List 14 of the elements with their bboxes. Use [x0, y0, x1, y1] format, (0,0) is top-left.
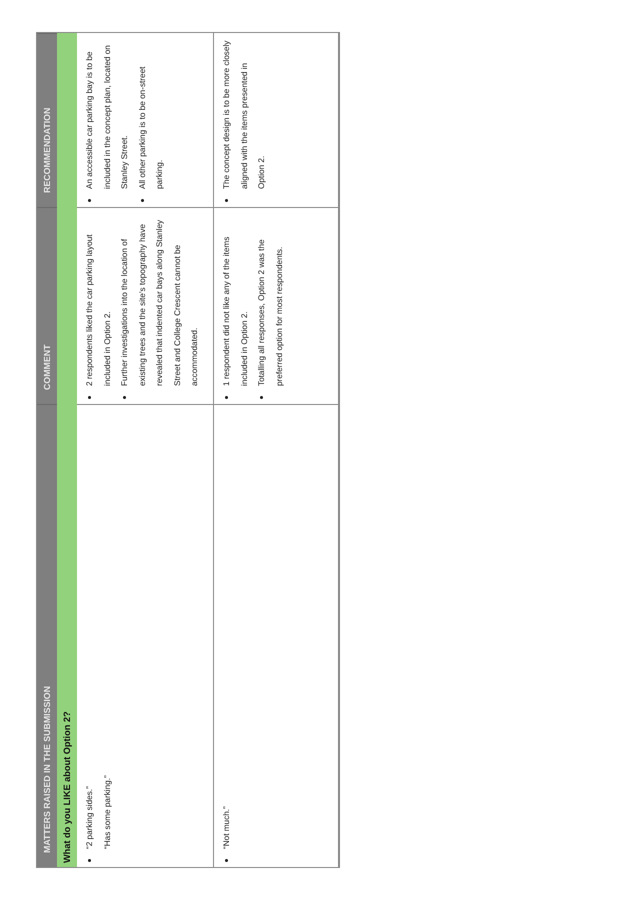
list-text: “Has some parking.”: [102, 774, 113, 849]
list-text: The concept design is to be more closely aligned with the items presented in Option 2.: [221, 40, 267, 189]
list-text: “2 parking sides.”: [84, 785, 95, 849]
list-text: Further investigations into the location of existing trees and the site’s topography have revealed that indented car bays along Stanley Street and College Crescent cannot be accommodated.: [119, 218, 200, 386]
section-heading: What do you LIKE about Option 2?: [57, 33, 77, 867]
list-text: “Not much.”: [221, 805, 232, 849]
list-text: 1 respondent did not like any of the items included in Option 2.: [221, 236, 250, 386]
column-header: MATTERS RAISED IN THE SUBMISSION: [37, 404, 57, 867]
list-text: All other parking is to be on-street parking.: [136, 66, 165, 189]
column-header: COMMENT: [37, 207, 57, 404]
list-text: 2 respondents liked the car parking layout included in Option 2.: [84, 233, 113, 386]
list-text: Totalling all responses, Option 2 was the preferred option for most respondents.: [256, 238, 285, 386]
list-text: An accessible car parking bay is to be included in the concept plan, located on Stanley Street.: [84, 44, 130, 189]
column-header: RECOMMENDATION: [37, 33, 57, 207]
